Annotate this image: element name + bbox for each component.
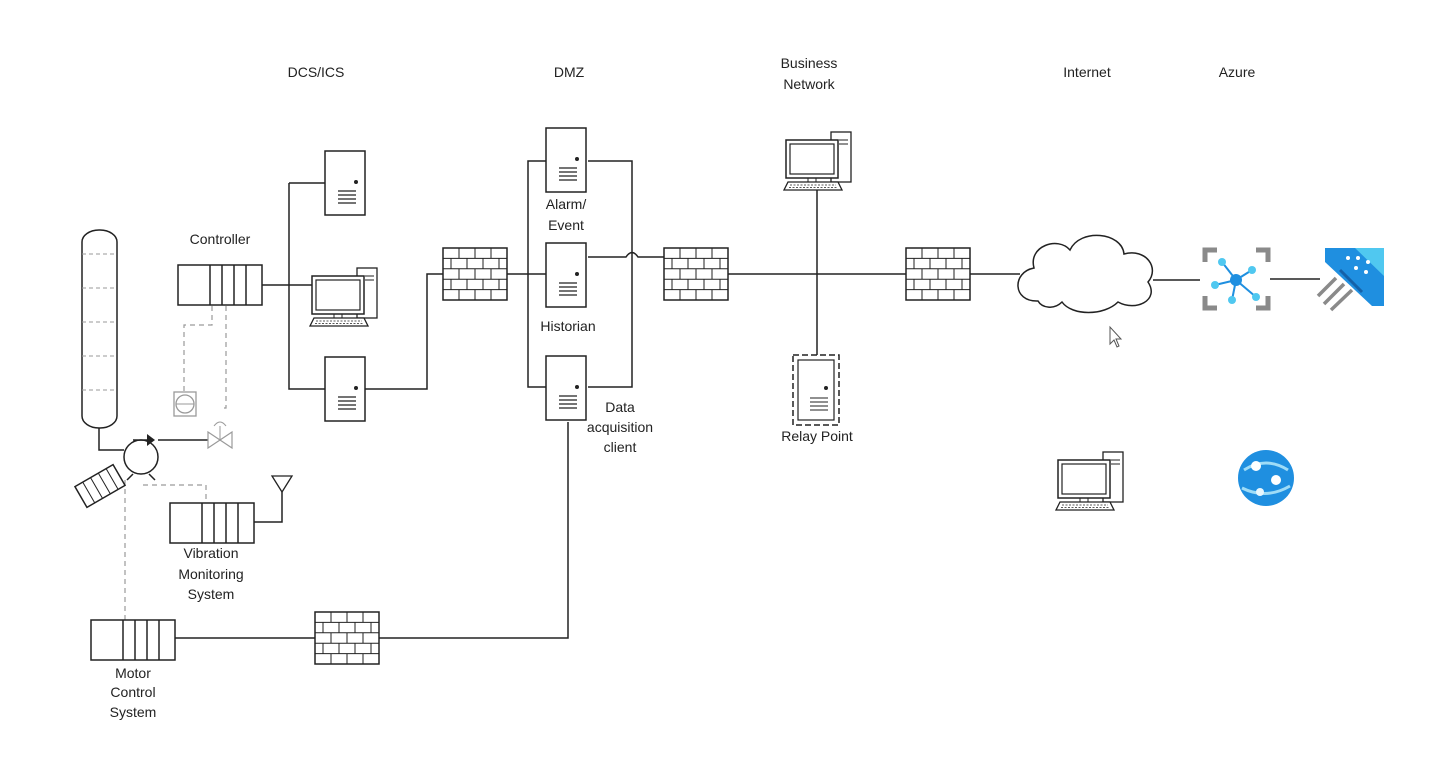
server-icon — [545, 242, 587, 308]
transmitter-icon — [173, 391, 197, 417]
server-icon — [324, 150, 366, 216]
server-icon — [324, 356, 366, 422]
controller-label: Controller — [190, 231, 251, 247]
relay-point-label: Relay Point — [781, 428, 853, 444]
historian-label: Historian — [540, 318, 595, 334]
server-icon — [545, 355, 587, 421]
business-connections — [728, 190, 1320, 355]
vibration-label-line1: Vibration — [183, 545, 238, 561]
controller-rack-icon — [177, 264, 263, 306]
motor-control-label-line3: System — [110, 704, 157, 720]
azure-iot-hub-icon — [1202, 247, 1271, 311]
data-acquisition-label-line3: client — [604, 439, 637, 455]
vibration-label-line3: System — [188, 586, 235, 602]
firewall-icon — [314, 611, 380, 665]
valve-icon — [207, 421, 233, 450]
motor-control-label-line2: Control — [110, 684, 155, 700]
dmz-connections — [507, 160, 664, 388]
workstation-icon — [783, 131, 852, 191]
azure-stream-analytics-icon — [1316, 248, 1384, 312]
azure-app-service-icon — [1238, 450, 1294, 506]
motor-control-label-line1: Motor — [115, 665, 151, 681]
distillation-column-icon — [81, 229, 124, 451]
zone-business-line1: Business — [781, 55, 838, 71]
dcs-connections — [262, 182, 443, 390]
firewall-icon — [442, 247, 508, 301]
workstation-icon — [309, 267, 378, 327]
antenna-icon — [254, 475, 294, 523]
firewall-icon — [905, 247, 971, 301]
vibration-monitoring-rack-icon — [169, 502, 255, 544]
data-acquisition-label-line1: Data — [605, 399, 635, 415]
motor-icon — [73, 463, 127, 509]
zone-azure: Azure — [1219, 64, 1256, 80]
zone-dcs-ics: DCS/ICS — [288, 64, 345, 80]
alarm-event-label-line2: Event — [548, 217, 584, 233]
cloud-icon — [1017, 234, 1154, 314]
alarm-event-label-line1: Alarm/ — [546, 196, 587, 212]
data-acquisition-label-line2: acquisition — [587, 419, 653, 435]
field-network-connections — [175, 422, 569, 639]
vibration-label-line2: Monitoring — [178, 566, 243, 582]
zone-business-line2: Network — [783, 76, 835, 92]
relay-point-server-icon — [792, 354, 840, 426]
workstation-icon — [1055, 451, 1124, 511]
motor-control-rack-icon — [90, 619, 176, 661]
cursor-icon — [1109, 325, 1123, 348]
server-icon — [545, 127, 587, 193]
zone-dmz: DMZ — [554, 64, 585, 80]
instrument-signal-lines — [124, 306, 227, 620]
pump-icon — [123, 434, 208, 481]
zone-internet: Internet — [1063, 64, 1111, 80]
firewall-icon — [663, 247, 729, 301]
